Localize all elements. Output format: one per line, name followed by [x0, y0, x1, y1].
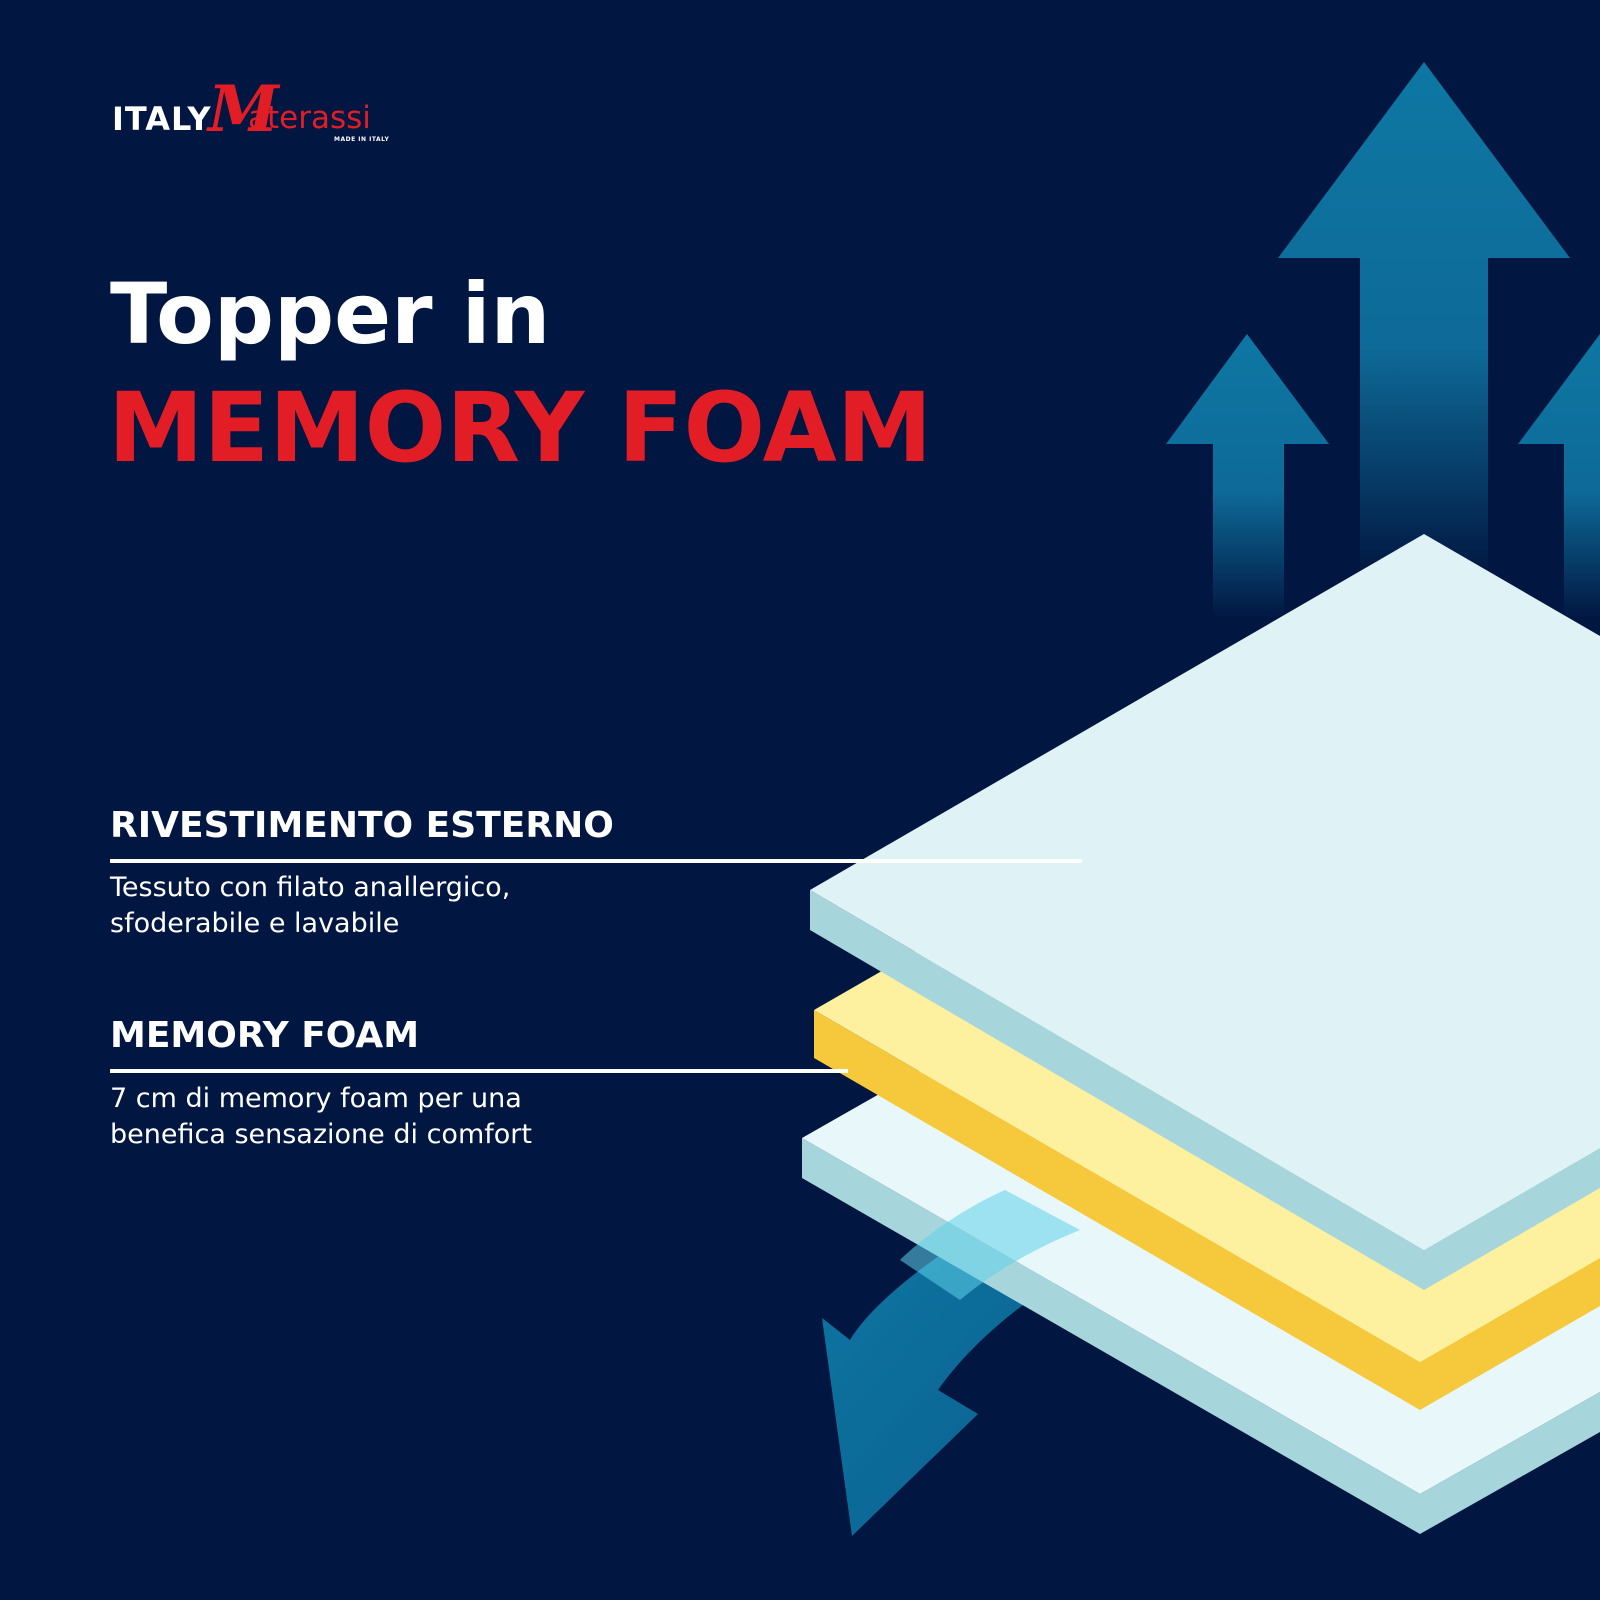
brand-tagline: MADE IN ITALY [334, 136, 390, 143]
up-arrow-icon [1518, 334, 1600, 620]
brand-logo: ITALY M aterassi MADE IN ITALY [112, 78, 402, 148]
feature-description-cover-line2: sfoderabile e lavabile [110, 908, 400, 939]
brand-name-materassi: aterassi [248, 100, 371, 136]
brand-initial: M [208, 72, 279, 147]
brand-name-italy: ITALY [112, 100, 212, 138]
up-arrow-icon [1278, 62, 1570, 580]
page-title-highlight: MEMORY FOAM [108, 372, 933, 484]
feature-description-cover-line1: Tessuto con filato anallergico, [110, 872, 511, 903]
feature-description-foam-line2: benefica sensazione di comfort [110, 1119, 532, 1150]
page-title: Topper in [110, 265, 551, 363]
feature-heading-cover: RIVESTIMENTO ESTERNO [110, 805, 614, 846]
cover-layer-illustration [810, 534, 1600, 1290]
feature-divider-foam [110, 1069, 848, 1073]
feature-divider-cover [110, 859, 1082, 863]
feature-description-foam-line1: 7 cm di memory foam per una [110, 1083, 522, 1114]
feature-heading-foam: MEMORY FOAM [110, 1015, 420, 1056]
up-arrow-icon [1166, 334, 1329, 620]
